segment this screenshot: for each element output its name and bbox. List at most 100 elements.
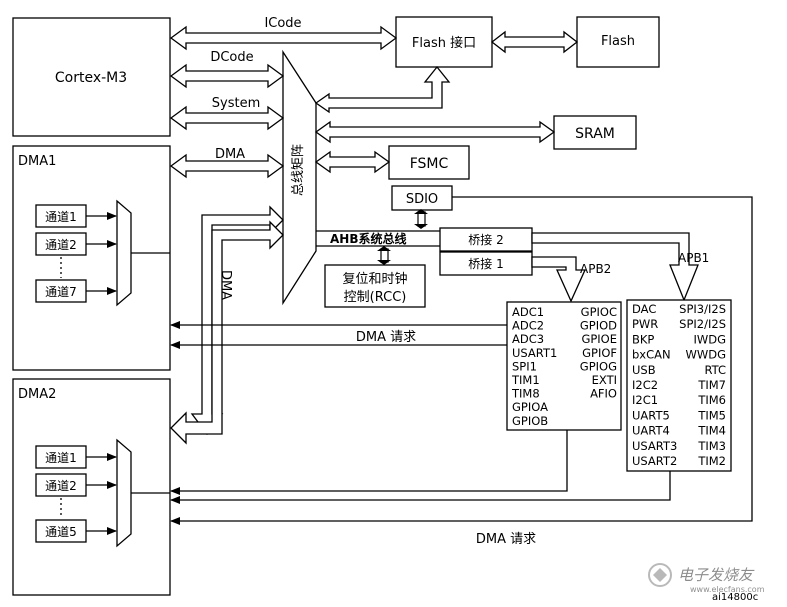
apb1-bus-arrow: APB1 [531,232,709,302]
system-bus-arrow: System [169,96,285,131]
peripheral-label: GPIOA [512,400,548,414]
cortex-m3-label: Cortex-M3 [55,70,127,86]
peripheral-label: I2C2 [632,378,658,392]
apb2-peripheral-box: ADC1ADC2ADC3USART1SPI1TIM1TIM8GPIOAGPIOB… [506,301,622,431]
peripheral-label: USART2 [632,454,677,468]
bridge2-block: 桥接 2 [439,227,533,252]
peripheral-label: UART4 [632,424,670,438]
watermark-brand: 电子发烧友 [678,566,755,584]
peripheral-label: TIM4 [697,424,726,438]
fsmc-link-arrow [314,150,391,174]
peripheral-label: BKP [632,332,654,346]
peripheral-label: ADC2 [512,319,544,333]
peripheral-label: USB [632,363,656,377]
dma-bus-arrow: DMA [169,147,285,179]
peripheral-label: RTC [704,363,726,377]
apb1-peripheral-box: DACPWRBKPbxCANUSBI2C2I2C1UART5UART4USART… [626,299,732,472]
figure-code: ai14800c [712,592,758,603]
bridge1-label: 桥接 1 [468,256,503,271]
bus-matrix: 总线矩阵 [282,49,317,306]
dcode-label: DCode [210,50,253,65]
peripheral-label: GPIOD [580,319,617,333]
dma2-channel-label: 通道2 [45,479,77,493]
dma2-vertical-bus [170,220,284,445]
peripheral-label: TIM6 [697,393,726,407]
elecfans-watermark-logo: 电子发烧友 www.elecfans.com [648,563,765,594]
dma-request-label-lower: DMA 请求 [476,532,536,547]
ahb-bus-label: AHB系统总线 [330,231,406,246]
peripheral-label: TIM7 [697,378,726,392]
peripheral-label: SPI3/I2S [679,302,726,316]
sram-link-arrow [314,120,556,144]
bridge2-label: 桥接 2 [468,232,503,247]
peripheral-label: USART3 [632,439,677,453]
peripheral-label: bxCAN [632,348,671,362]
peripheral-label: GPIOF [582,346,617,360]
peripheral-label: UART5 [632,408,670,422]
dma-bus-label: DMA [215,147,245,162]
peripheral-label: WWDG [685,348,726,362]
dma2-channel-label: 通道1 [45,451,77,465]
peripheral-label: AFIO [590,387,617,401]
rcc-ahb-link [377,246,391,265]
peripheral-label: TIM3 [697,439,726,453]
watermark-site: www.elecfans.com [690,585,765,594]
apb1-label: APB1 [678,251,709,265]
flash-interface-label: Flash 接口 [412,35,476,51]
flash-interface-link-arrow [314,65,451,114]
peripheral-label: GPIOG [580,359,617,373]
peripheral-label: GPIOC [581,305,617,319]
dma2-channel-label: 通道5 [45,525,77,539]
dma1-label: DMA1 [18,154,56,169]
peripheral-label: TIM1 [511,373,540,387]
peripheral-label: EXTI [592,373,617,387]
peripheral-label: SPI1 [512,359,537,373]
peripheral-label: IWDG [693,332,726,346]
dma1-channel-label: 通道2 [45,238,77,252]
icode-bus-arrow: ICode [169,16,398,51]
sdio-label: SDIO [406,192,438,207]
dma1-channels: 通道1 通道2 通道7 [35,199,170,307]
flash-block: Flash [576,16,660,68]
fsmc-block: FSMC [388,145,470,180]
dma2-label: DMA2 [18,387,56,402]
peripheral-label: DAC [632,302,656,316]
dma-request-lines: DMA 请求 DMA 请求 [170,196,753,547]
peripheral-label: ADC3 [512,332,544,346]
system-label: System [212,96,260,111]
peripheral-label: USART1 [512,346,557,360]
sram-label: SRAM [575,126,615,142]
flash-interface-block: Flash 接口 [395,16,493,68]
peripheral-label: PWR [632,317,658,331]
rcc-block: 复位和时钟 控制(RCC) [324,264,426,308]
peripheral-label: GPIOB [512,414,548,428]
peripheral-label: TIM2 [697,454,726,468]
ahb-system-bus: AHB系统总线 [316,230,440,247]
apb1-peripheral-list-left: DACPWRBKPbxCANUSBI2C2I2C1UART5UART4USART… [632,302,677,468]
cortex-m3-block: Cortex-M3 [12,17,171,137]
dma-vertical-label: DMA [218,270,233,300]
peripheral-label: ADC1 [512,305,544,319]
fsmc-label: FSMC [410,156,449,172]
dma1-block: DMA1 [12,145,171,371]
icode-label: ICode [264,16,301,31]
apb2-label: APB2 [580,262,611,276]
dma1-arbiter-mux [116,199,132,307]
sdio-block: SDIO [391,185,453,211]
dma2-channels: 通道1 通道2 通道5 [35,438,170,548]
peripheral-label: SPI2/I2S [679,317,726,331]
peripheral-label: GPIOE [581,332,617,346]
bus-matrix-label: 总线矩阵 [291,144,306,196]
peripheral-label: TIM5 [697,408,726,422]
flash-label: Flash [601,34,635,49]
dma-request-label-upper: DMA 请求 [356,330,416,345]
dma1-channel-label: 通道1 [45,210,77,224]
sram-block: SRAM [553,115,637,150]
flash-link-arrow [490,30,579,54]
peripheral-label: I2C1 [632,393,658,407]
peripheral-label: TIM8 [511,387,540,401]
dcode-bus-arrow: DCode [169,50,285,89]
